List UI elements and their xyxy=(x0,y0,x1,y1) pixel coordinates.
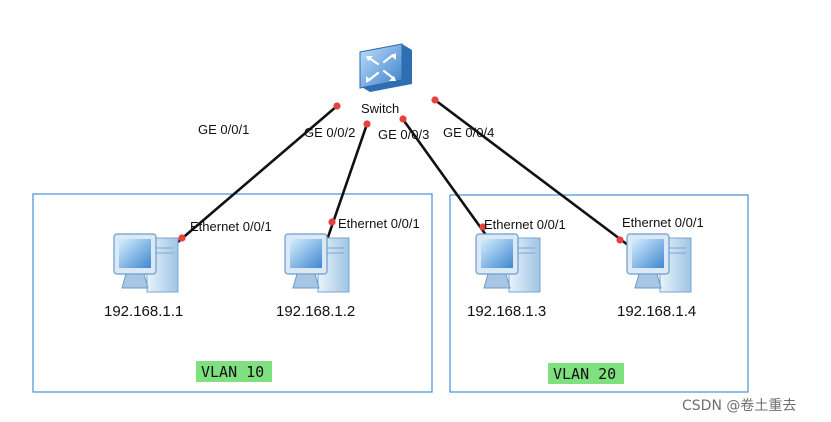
endpoint-eth3 xyxy=(479,223,487,231)
pc-2-ethernet-label: Ethernet 0/0/1 xyxy=(338,216,420,231)
pc-3-ip: 192.168.1.3 xyxy=(467,303,546,320)
vlan-10-label-text: VLAN 10 xyxy=(201,363,264,381)
endpoint-eth4 xyxy=(616,236,624,244)
computer-icon xyxy=(284,233,350,293)
pc-4-ip: 192.168.1.4 xyxy=(617,303,696,320)
port-label-ge3: GE 0/0/3 xyxy=(378,127,429,142)
watermark: CSDN @卷土重去 xyxy=(682,398,796,414)
port-label-ge1: GE 0/0/1 xyxy=(198,122,249,137)
switch-icon xyxy=(359,43,412,92)
endpoint-eth2 xyxy=(328,218,336,226)
vlan-20-box xyxy=(449,194,749,393)
pc-4[interactable]: Ethernet 0/0/1 192.168.1.4 xyxy=(617,215,704,320)
pc-3-ethernet-label: Ethernet 0/0/1 xyxy=(484,217,566,232)
vlan-20-label-text: VLAN 20 xyxy=(553,365,616,383)
vlan-20-label: VLAN 20 xyxy=(548,363,624,384)
endpoint-ge2 xyxy=(363,120,371,128)
link-pc4 xyxy=(433,98,630,247)
endpoint-eth1 xyxy=(178,234,186,242)
pc-2[interactable]: Ethernet 0/0/1 192.168.1.2 xyxy=(276,216,420,320)
pc-2-ip: 192.168.1.2 xyxy=(276,303,355,320)
pc-4-ethernet-label: Ethernet 0/0/1 xyxy=(622,215,704,230)
link-endpoints xyxy=(178,96,624,244)
port-label-ge4: GE 0/0/4 xyxy=(443,125,494,140)
switch-label: Switch xyxy=(361,101,399,116)
switch-node[interactable]: Switch xyxy=(359,43,412,116)
link-pc1 xyxy=(170,104,339,249)
endpoint-ge1 xyxy=(333,102,341,110)
endpoint-ge4 xyxy=(431,96,439,104)
computer-icon xyxy=(475,233,541,293)
computer-icon xyxy=(626,233,692,293)
vlan-10-label: VLAN 10 xyxy=(196,361,272,382)
pc-1-ip: 192.168.1.1 xyxy=(104,303,183,320)
computer-icon xyxy=(113,233,179,293)
endpoint-ge3 xyxy=(399,115,407,123)
pc-1-ethernet-label: Ethernet 0/0/1 xyxy=(190,219,272,234)
port-label-ge2: GE 0/0/2 xyxy=(304,125,355,140)
pc-1[interactable]: Ethernet 0/0/1 192.168.1.1 xyxy=(104,219,272,320)
link-pc3 xyxy=(400,116,493,244)
pc-3[interactable]: Ethernet 0/0/1 192.168.1.3 xyxy=(467,217,566,320)
